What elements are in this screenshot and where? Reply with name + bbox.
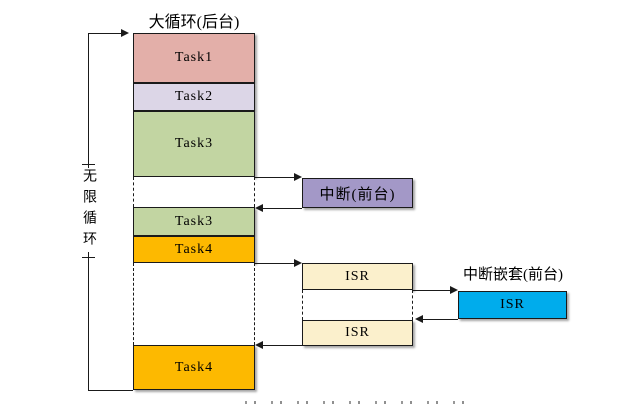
arrow-to-interrupt-line: [255, 177, 294, 178]
loop-line-bottom: [88, 390, 133, 391]
arrow-to-isr-head-icon: [294, 259, 302, 267]
task3-box-resumed: Task3: [133, 207, 255, 236]
isr-1-label: ISR: [345, 268, 370, 284]
arrow-to-nested-isr-line: [413, 290, 450, 291]
task4-label: Task4: [174, 241, 214, 257]
loop-label-tick-top: [82, 164, 95, 165]
arrow-return-from-interrupt-head-icon: [255, 204, 263, 212]
arrow-to-nested-isr-head-icon: [450, 286, 458, 294]
arrow-return-from-interrupt-line: [263, 208, 302, 209]
task3-resumed-label: Task3: [174, 213, 214, 229]
loop-arrowhead-icon: [121, 29, 129, 37]
isr-box-1: ISR: [302, 263, 413, 290]
diagram-title: 大循环(后台): [148, 14, 240, 31]
task3-box: Task3: [133, 111, 255, 177]
isr-box-2: ISR: [302, 320, 413, 346]
arrow-to-isr-line: [255, 263, 294, 264]
nested-isr-label: ISR: [500, 297, 525, 312]
task4-resumed-label: Task4: [174, 359, 214, 375]
arrow-return-from-nested-isr-line: [423, 319, 458, 320]
task2-label: Task2: [174, 89, 214, 104]
task4-box-resumed: Task4: [133, 345, 255, 390]
task2-box: Task2: [133, 83, 255, 111]
interrupt-label: 中断(前台): [319, 186, 396, 203]
infinite-loop-label: 无限循环: [80, 168, 97, 252]
interrupt-box: 中断(前台): [302, 178, 413, 208]
arrow-return-from-nested-isr-head-icon: [415, 315, 423, 323]
isr-2-label: ISR: [345, 325, 370, 340]
loop-line-top: [88, 33, 121, 34]
task3-label: Task3: [174, 136, 214, 151]
arrow-return-from-isr-line: [263, 345, 302, 346]
task1-box: Task1: [133, 33, 255, 83]
task1-label: Task1: [174, 50, 214, 65]
task4-box: Task4: [133, 236, 255, 263]
nested-isr-box: ISR: [458, 291, 567, 319]
loop-label-tick-bottom: [82, 257, 95, 258]
nested-interrupt-title: 中断嵌套(前台): [463, 267, 563, 283]
arrow-to-interrupt-head-icon: [294, 173, 302, 181]
task-gap-isr: [133, 263, 255, 345]
arrow-return-from-isr-head-icon: [255, 341, 263, 349]
isr-gap: [302, 290, 413, 320]
caption-clipped-text: [245, 401, 478, 404]
task-gap-interrupt: [133, 177, 255, 207]
